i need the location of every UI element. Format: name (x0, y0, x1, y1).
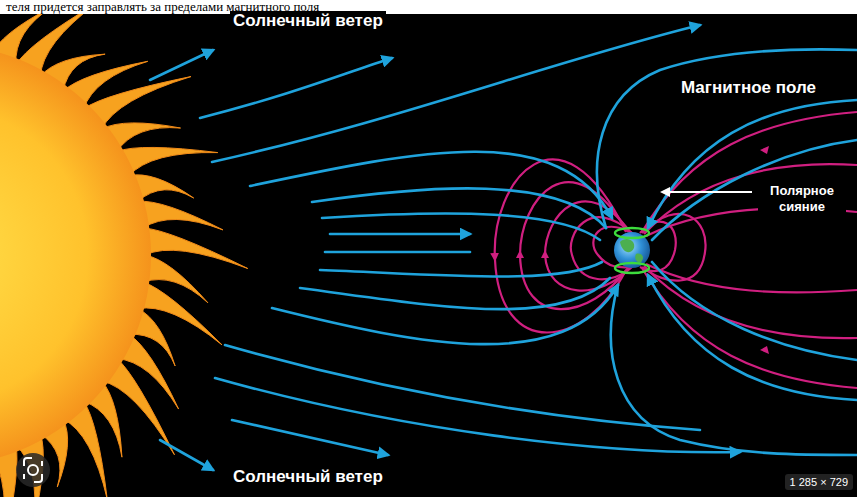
solar-wind-lines (150, 25, 857, 470)
lens-icon (16, 453, 50, 487)
magnetic-field-label: Магнитное поле (678, 78, 819, 98)
magnetic-field-lines (495, 112, 857, 388)
top-strip (0, 0, 857, 14)
leader-arrow (662, 191, 752, 193)
solar-wind-label: Солнечный ветер (230, 11, 386, 31)
aurora-oval (615, 228, 649, 238)
solar-wind-label: Солнечный ветер (230, 467, 386, 487)
image-size-badge: 1 285 × 729 (785, 474, 853, 490)
earth-land (620, 239, 634, 252)
aurora-oval (615, 263, 649, 273)
sun-disc (0, 44, 151, 466)
aurora-label: Полярное сияние (758, 182, 846, 216)
sun-flame (138, 201, 223, 230)
earth-land (635, 254, 643, 263)
sun (0, 14, 248, 497)
